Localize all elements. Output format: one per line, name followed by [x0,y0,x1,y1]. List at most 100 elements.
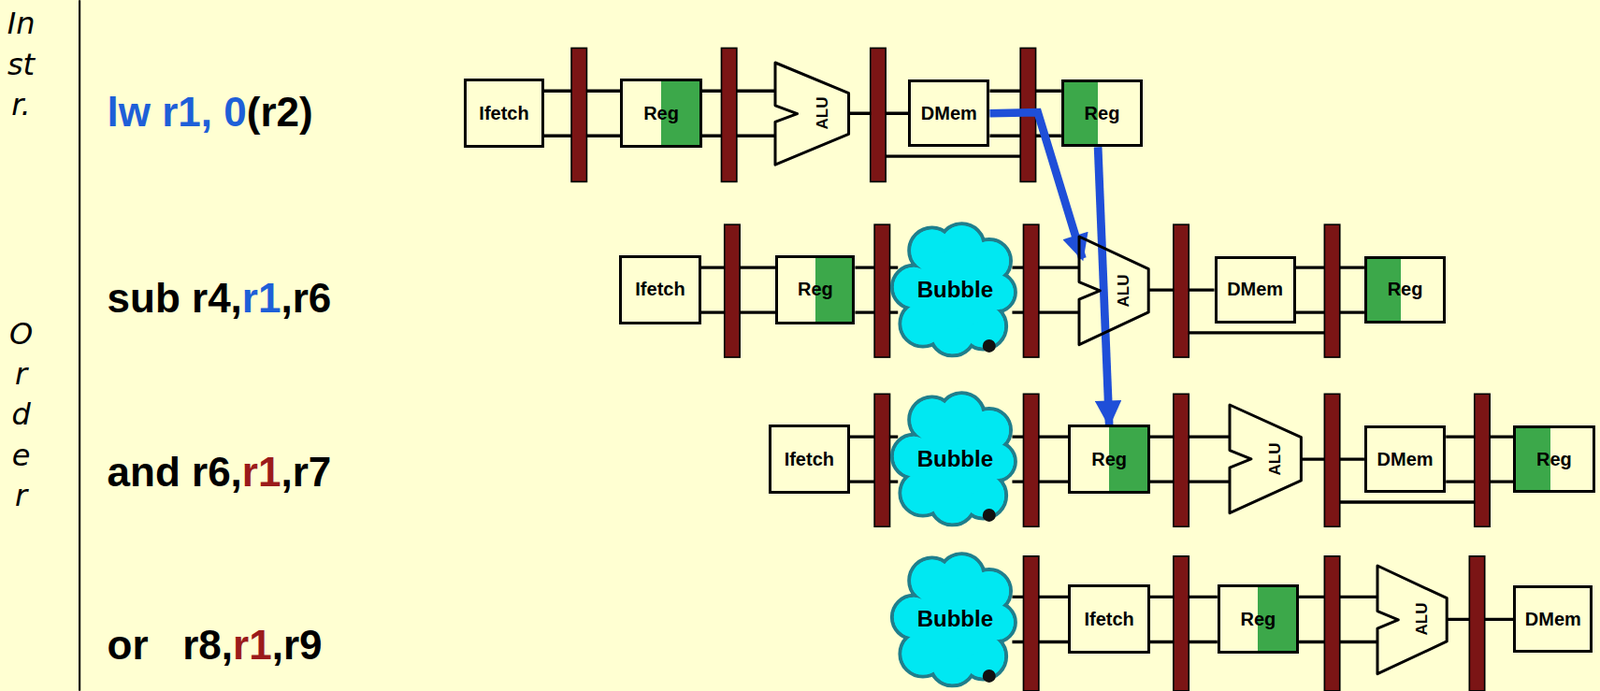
forwarding-arrow [1097,146,1110,425]
bubble-cloud: Bubble [897,393,1012,525]
register-file-box: Reg [619,78,702,148]
pipeline-register [1023,393,1038,527]
stage-label: Reg [797,278,834,301]
stage-label: Bubble [917,446,994,473]
instruction-text: or r8,r1,r9 [107,620,323,671]
instruction-text: and r6,r1,r7 [107,447,332,498]
stage-label: Ifetch [634,278,685,301]
cloud-fill [915,419,995,499]
pipeline-register [874,393,890,527]
pipeline-register [1469,556,1485,691]
stage-label: DMem [1226,278,1283,301]
stage-label: Reg [1240,608,1277,631]
pipeline-register [1324,224,1340,358]
vertical-caption: Instr. [6,3,37,126]
axis-caption: Order [6,314,37,517]
stage-label: Ifetch [784,448,835,471]
pipeline-register [1173,224,1189,358]
stage-box: Ifetch [768,424,851,494]
axis-caption: Instr. [6,3,37,126]
pipeline-register [874,224,890,358]
alu-shape [1377,565,1447,675]
stage-label: ALU [1412,603,1432,636]
register-file-box: Reg [1364,256,1446,324]
alu-shape [775,62,850,165]
stage-label: Bubble [917,276,994,303]
stage-label: Reg [1387,278,1424,301]
register-file-box: Reg [1067,424,1150,494]
pipeline-register [724,224,740,358]
register-file-box: Reg [1217,584,1299,654]
cloud-dot [982,508,996,522]
alu-outline [1377,565,1447,675]
instruction-label: sub r4,r1,r6 [107,273,332,324]
pipeline-register [1173,393,1189,527]
pipeline-register [1173,556,1189,691]
stage-label: ALU [1267,443,1286,476]
datapath-wire [702,134,777,138]
stage-label: Reg [643,102,679,125]
pipeline-register [1023,556,1038,691]
datapath-wire [1011,310,1080,314]
alu-symbol: ALU [1229,404,1301,514]
stage-label: DMem [1525,608,1582,631]
instruction-label: or r8,r1,r9 [107,620,323,671]
pipeline-register [1474,393,1490,527]
pipeline-register [870,47,886,182]
pipeline-register [1324,556,1340,691]
pipeline-register [1023,224,1038,358]
datapath-wire [1150,480,1230,484]
register-file-box: Reg [1513,425,1595,493]
stage-label: ALU [813,97,833,130]
vertical-caption: Order [6,314,37,517]
stage-label: DMem [1377,448,1434,471]
cloud-dot [982,668,996,682]
alu-symbol: ALU [775,62,850,165]
cloud-dot [982,339,996,353]
pipeline-register [720,47,736,182]
stage-box: DMem [1513,585,1593,653]
stage-label: DMem [921,102,978,125]
alu-outline [1079,236,1149,346]
alu-outline [775,62,850,165]
stage-label: Reg [1084,102,1121,125]
cloud-fill [915,579,995,659]
pipeline-register [1324,393,1340,527]
instruction-label: and r6,r1,r7 [107,447,332,498]
pipeline-register [571,47,587,182]
stage-label: Reg [1091,448,1127,471]
stage-label: Reg [1536,448,1572,471]
datapath-wire [702,89,777,93]
instruction-label: lw r1, 0(r2) [107,87,314,138]
alu-shape [1079,236,1149,346]
stage-label: Ifetch [1083,608,1134,631]
datapath-wire [1011,480,1068,484]
register-file-box: Reg [775,255,855,325]
axis-line [78,0,81,691]
stage-box: DMem [1214,256,1297,324]
stage-label: ALU [1115,274,1135,308]
stage-label: Ifetch [478,102,529,125]
stage-box: DMem [1364,425,1446,493]
stage-box: Ifetch [619,255,701,325]
bubble-cloud: Bubble [897,224,1012,356]
bubble-cloud: Bubble [897,554,1012,686]
stage-label: Bubble [917,605,994,633]
instruction-text: lw r1, 0(r2) [107,87,314,138]
stage-box: Ifetch [463,78,544,148]
stage-box: Ifetch [1067,584,1150,654]
alu-outline [1229,404,1301,514]
datapath-wire [1011,265,1080,269]
datapath-wire [1011,595,1068,599]
register-file-box: Reg [1061,79,1143,147]
stage-box: DMem [908,79,990,147]
alu-symbol: ALU [1079,236,1149,346]
cloud-fill [915,250,995,330]
datapath-wire [1150,435,1230,439]
datapath-wire [1011,640,1068,644]
alu-shape [1229,404,1301,514]
datapath-wire [1011,435,1068,439]
instruction-text: sub r4,r1,r6 [107,273,332,324]
